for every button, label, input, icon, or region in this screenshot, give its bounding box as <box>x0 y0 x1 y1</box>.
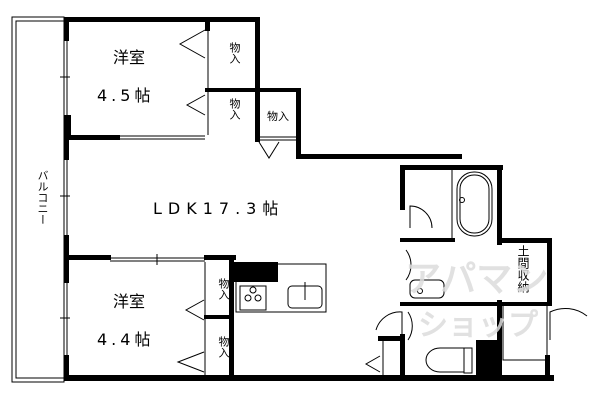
room-size-western2: 4.4帖 <box>97 330 155 349</box>
watermark: ショップ <box>418 308 538 343</box>
closet-label: 物入 <box>267 110 289 123</box>
watermark: アパマン <box>405 259 549 300</box>
room-label-ldk: LDK17.3帖 <box>153 199 285 218</box>
closet-label: 物入 <box>217 336 230 358</box>
walls <box>64 17 554 381</box>
closet-label: 物入 <box>228 42 241 64</box>
closet-label: 物入 <box>228 98 241 120</box>
closet-label: 物入 <box>217 278 230 300</box>
room-name-western1: 洋室 <box>113 48 146 67</box>
doma-storage-label: 土間収納 <box>516 245 530 293</box>
room-name-western2: 洋室 <box>113 292 146 311</box>
balcony-label: バルコニー <box>36 170 49 225</box>
room-size-western1: 4.5帖 <box>97 86 155 105</box>
